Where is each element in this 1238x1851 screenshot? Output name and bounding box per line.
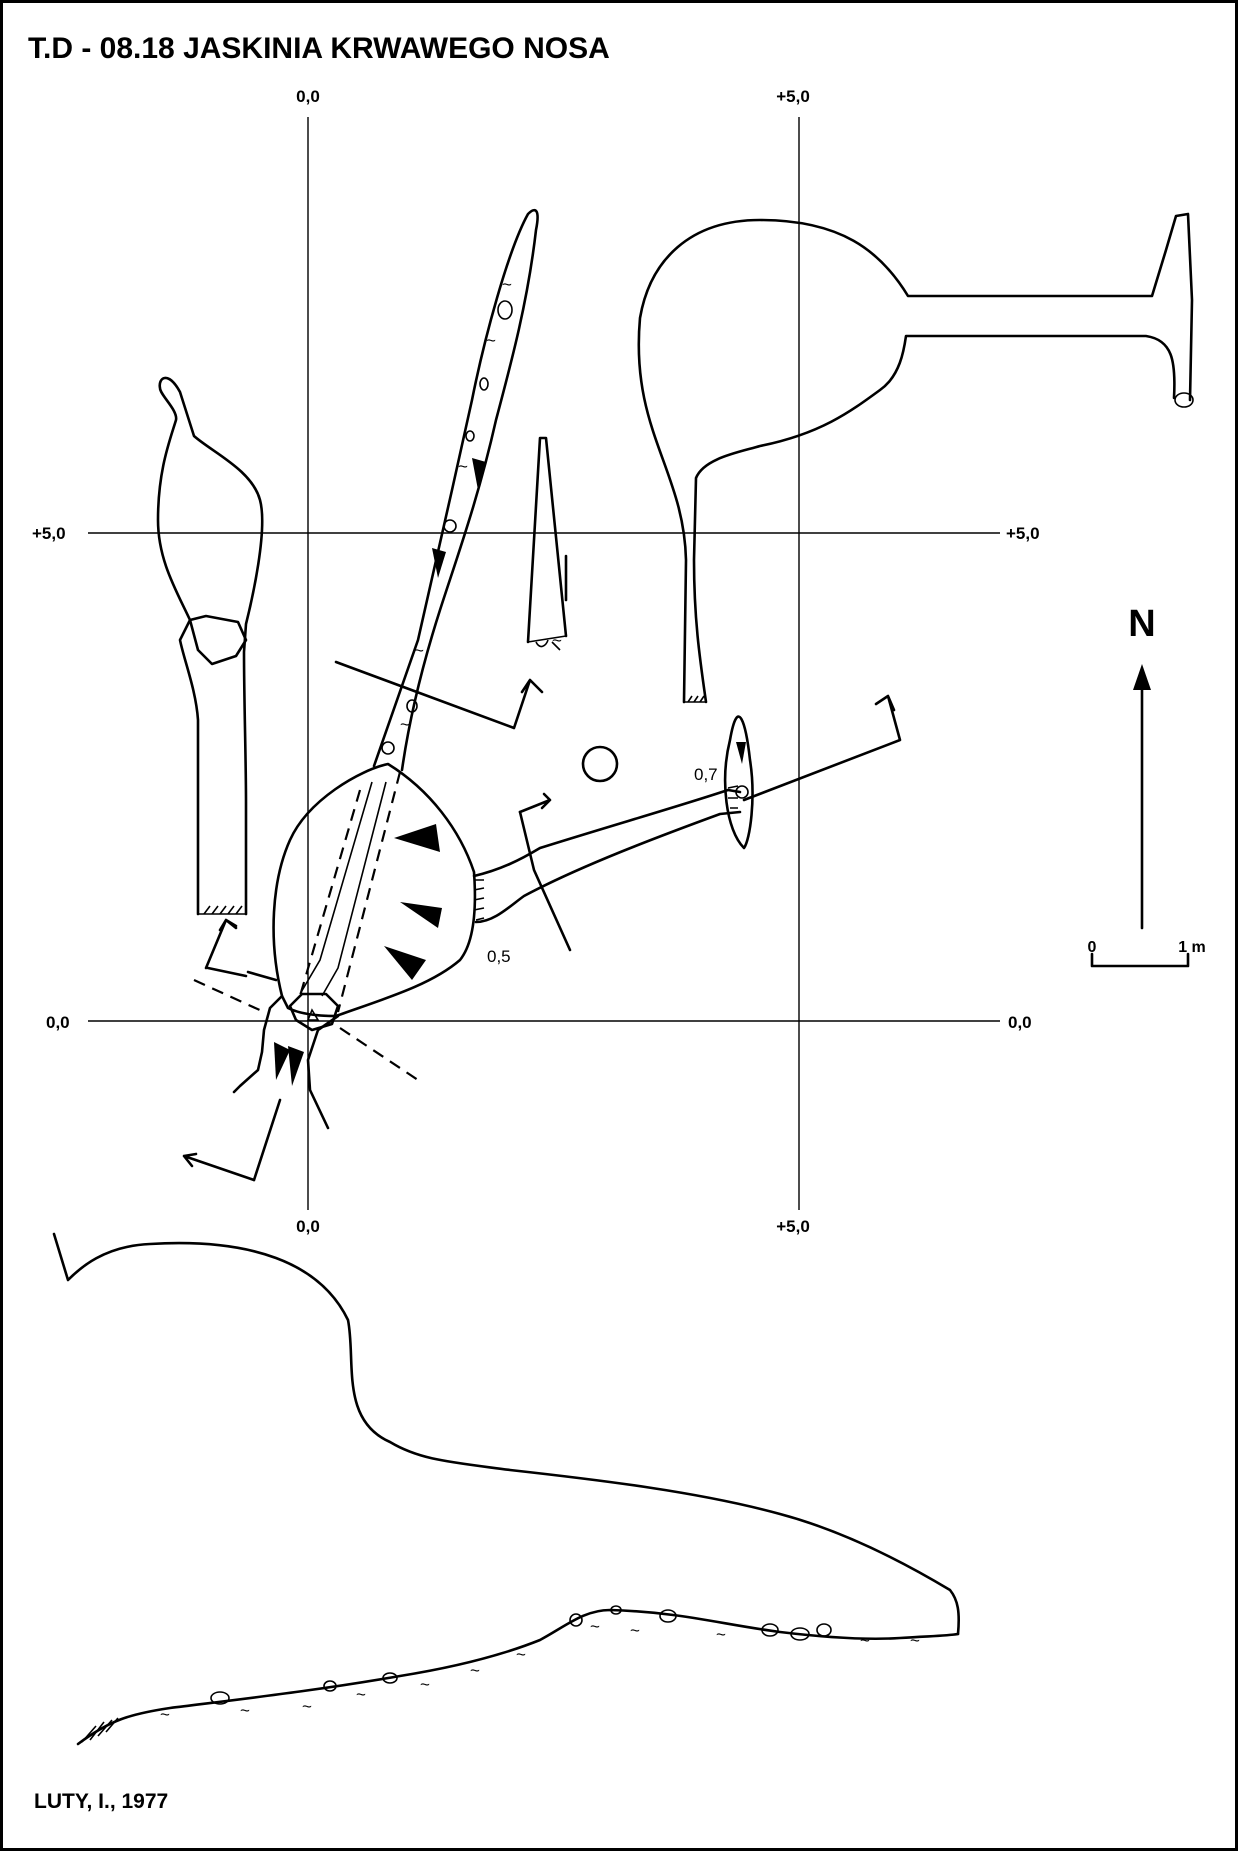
cross-section-west xyxy=(156,376,264,916)
depth-label-2: 0,7 xyxy=(694,765,718,784)
grid-label-top-x5: +5,0 xyxy=(776,87,810,106)
svg-text:~: ~ xyxy=(860,1631,870,1650)
svg-text:~: ~ xyxy=(240,1701,250,1720)
section-cut-lines xyxy=(182,554,902,1182)
north-label: N xyxy=(1128,603,1155,645)
svg-text:~: ~ xyxy=(302,1697,312,1716)
cross-section-east xyxy=(637,212,1194,704)
svg-text:~: ~ xyxy=(910,1631,920,1650)
depth-label-1: 0,5 xyxy=(487,947,511,966)
svg-text:~: ~ xyxy=(458,457,468,476)
scale-one-label: 1 m xyxy=(1178,939,1206,956)
scale-bar: 0 1 m xyxy=(1088,939,1206,968)
grid-label-bottom-x0: 0,0 xyxy=(296,1217,320,1236)
grid-label-bottom-x5: +5,0 xyxy=(776,1217,810,1236)
svg-text:~: ~ xyxy=(590,1617,600,1636)
svg-text:~: ~ xyxy=(420,1675,430,1694)
plan-view: ~ ~ ~ ~ ~ xyxy=(232,208,754,1130)
svg-text:~: ~ xyxy=(552,631,562,650)
svg-text:~: ~ xyxy=(470,1661,480,1680)
author-credit: LUTY, I., 1977 xyxy=(34,1790,168,1813)
scale-zero-label: 0 xyxy=(1088,939,1097,956)
svg-text:~: ~ xyxy=(414,641,424,660)
svg-text:~: ~ xyxy=(400,715,410,734)
grid-label-left-y5: +5,0 xyxy=(32,524,66,543)
svg-text:~: ~ xyxy=(716,1625,726,1644)
grid-label-left-y0: 0,0 xyxy=(46,1013,70,1032)
longitudinal-section: ~ ~ ~ ~ ~ ~ ~ ~ ~ ~ ~ ~ xyxy=(52,1232,961,1746)
svg-text:~: ~ xyxy=(516,1645,526,1664)
svg-text:~: ~ xyxy=(486,331,496,350)
svg-text:~: ~ xyxy=(502,275,512,294)
survey-grid xyxy=(88,117,1000,1210)
svg-text:~: ~ xyxy=(356,1685,366,1704)
grid-label-right-y0: 0,0 xyxy=(1008,1013,1032,1032)
north-arrow: N xyxy=(1128,603,1156,930)
grid-label-right-y5: +5,0 xyxy=(1006,524,1040,543)
cross-section-middle: ~ xyxy=(526,436,568,651)
svg-text:~: ~ xyxy=(160,1705,170,1724)
map-title: T.D - 08.18 JASKINIA KRWAWEGO NOSA xyxy=(28,32,610,65)
grid-label-top-x0: 0,0 xyxy=(296,87,320,106)
svg-text:~: ~ xyxy=(630,1621,640,1640)
